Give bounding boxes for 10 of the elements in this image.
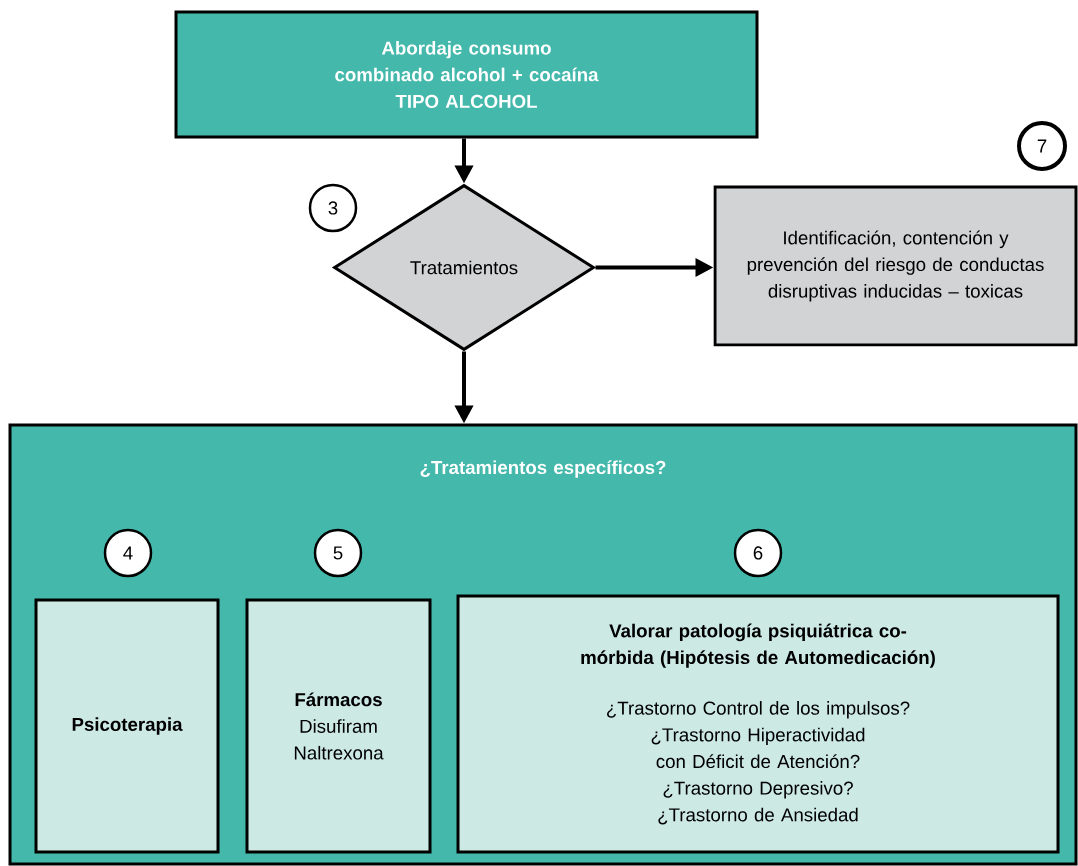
callout-number: 6 (733, 528, 783, 578)
title-box: Abordaje consumo combinado alcohol + cocaína TIPO ALCOHOL (174, 10, 759, 139)
callout-number: 4 (103, 528, 153, 578)
process-box: Fármacos Disufiram Naltrexona (245, 598, 432, 854)
process-box: Valorar patología psiquiátrica co-mórbida (Hipótesis de Automedicación) ¿Trastorno Control de los impulsos? ¿Trastorno Hiperactividad con Déficit de Atención? ¿Trastorno Depresivo? ¿Trastorno de Ansiedad (456, 594, 1060, 854)
callout-number: 7 (1017, 121, 1067, 171)
process-box: Identificación, contención y prevención del riesgo de conductas disruptivas inducidas – toxicas (713, 185, 1078, 347)
process-box: Psicoterapia (34, 598, 220, 854)
callout-number: 5 (313, 528, 363, 578)
callout-number: 3 (308, 183, 358, 233)
